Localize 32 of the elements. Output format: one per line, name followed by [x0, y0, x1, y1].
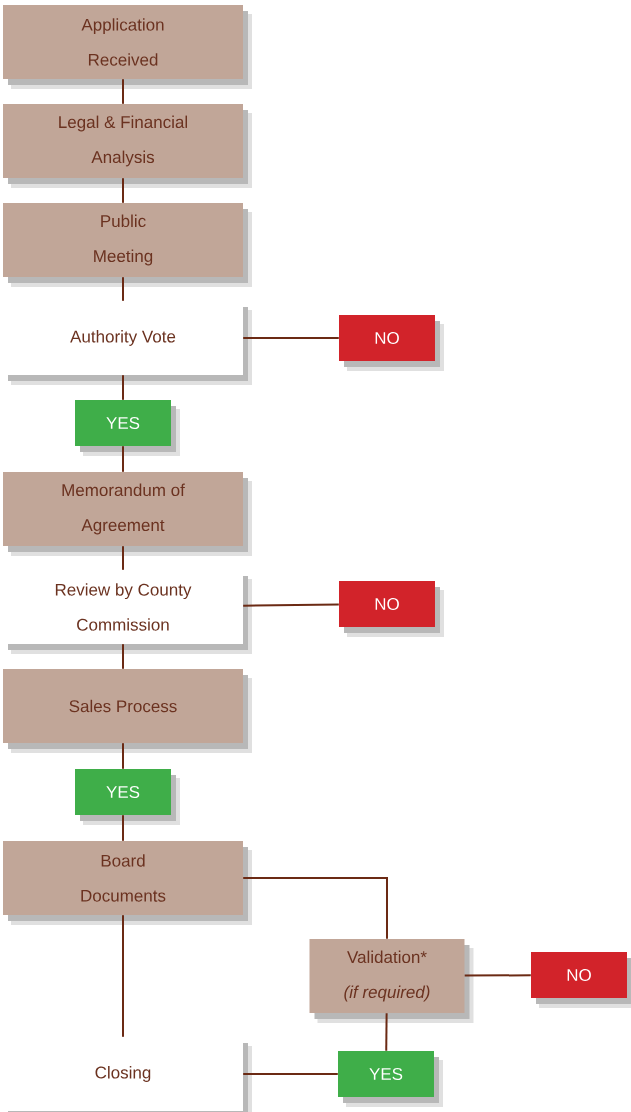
process-box: Board Documents — [3, 841, 252, 925]
connector — [242, 1073, 339, 1075]
yes-box: YES — [75, 400, 180, 456]
connector — [122, 643, 124, 670]
connector — [242, 337, 340, 339]
connector — [122, 742, 124, 770]
connector — [122, 545, 124, 571]
yes-box: YES — [75, 769, 180, 825]
process-box: Public Meeting — [3, 203, 252, 287]
connector — [122, 445, 124, 473]
no-box: NO — [339, 315, 444, 371]
no-box: NO — [339, 581, 444, 637]
process-box: Application Received — [3, 5, 252, 89]
connector — [122, 374, 124, 401]
connector — [463, 974, 532, 977]
connector — [385, 1012, 388, 1052]
connector — [122, 814, 124, 842]
connector — [122, 78, 124, 105]
connector — [122, 914, 124, 1038]
process-box: Memorandum of Agreement — [3, 472, 252, 556]
connector — [122, 177, 124, 204]
decision-box: Closing — [3, 1037, 252, 1112]
decision-box: Review by County Commission — [3, 570, 252, 654]
process-box: Validation* (if required) — [309, 939, 474, 1023]
process-box: Legal & Financial Analysis — [3, 104, 252, 188]
no-box: NO — [531, 952, 631, 1008]
process-box: Sales Process — [3, 669, 252, 753]
decision-box: Authority Vote — [3, 301, 252, 385]
yes-box: YES — [338, 1051, 443, 1107]
connector — [242, 877, 388, 940]
connector — [242, 603, 340, 607]
connector — [122, 276, 124, 302]
